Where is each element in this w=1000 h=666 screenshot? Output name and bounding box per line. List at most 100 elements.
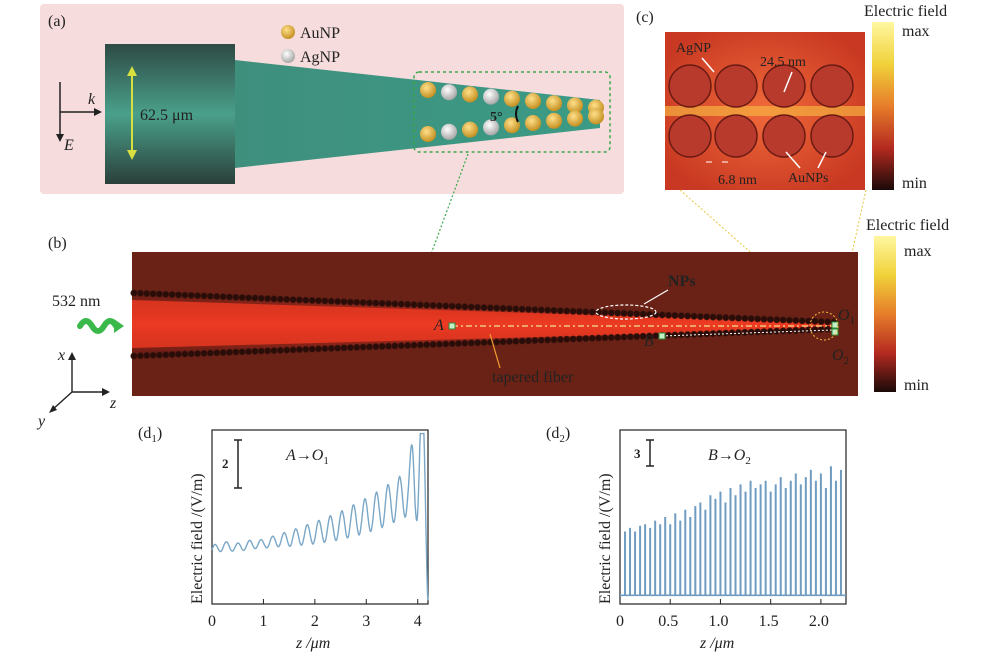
bead-bottom — [703, 330, 711, 338]
np-c-bottom-0 — [668, 114, 712, 158]
np-c-top-1 — [714, 64, 758, 108]
chart-d1-xlabel-text: z /μm — [295, 635, 330, 652]
bead-bottom — [792, 326, 800, 334]
chart-d2: (d2) Electric field /(V/m) z /μm 3 B→O2 … — [546, 425, 847, 652]
y-axis-label: y — [36, 413, 46, 430]
np-zoom-box — [413, 71, 611, 153]
np-c-top-3 — [810, 64, 854, 108]
chart-d1-frame — [211, 429, 429, 605]
point-o1-marker — [831, 321, 839, 329]
bead-top — [346, 298, 354, 306]
bead-bottom — [340, 344, 348, 352]
np-bottom-6 — [546, 112, 562, 129]
bead-top — [531, 306, 539, 314]
bead-top — [283, 295, 291, 303]
colorbar-b — [874, 236, 896, 392]
np-bottom-3 — [483, 119, 499, 136]
bead-top — [315, 297, 323, 305]
np-c-bottom-3 — [810, 114, 854, 158]
bead-top — [544, 306, 552, 314]
angle-arc-icon — [515, 105, 519, 123]
z-axis-label: z — [109, 395, 117, 412]
bead-top — [162, 290, 170, 298]
bead-top — [302, 296, 310, 304]
bead-bottom — [302, 345, 310, 353]
bead-top — [690, 312, 698, 320]
point-b-marker — [658, 332, 666, 340]
bead-top — [754, 315, 762, 323]
bead-top — [359, 298, 367, 306]
bead-bottom — [308, 345, 316, 353]
bead-top — [505, 305, 513, 313]
bead-top — [550, 306, 558, 314]
np-top-3 — [483, 88, 499, 105]
bead-bottom — [149, 351, 157, 359]
bead-bottom — [359, 343, 367, 351]
bead-top — [595, 308, 603, 316]
bead-bottom — [213, 349, 221, 357]
diameter-label: 62.5 μm — [140, 107, 194, 124]
bead-top — [213, 292, 221, 300]
bead-top — [607, 309, 615, 317]
bead-bottom — [601, 334, 609, 342]
bead-bottom — [130, 352, 138, 360]
chart-d2-label-close: ) — [565, 425, 570, 442]
panel-c-label: (c) — [636, 9, 654, 26]
point-o2-sub: 2 — [844, 355, 850, 367]
agnp-label: AgNP — [676, 41, 711, 56]
bead-top — [467, 303, 475, 311]
bead-top — [423, 301, 431, 309]
bead-top — [715, 313, 723, 321]
bead-top — [416, 301, 424, 309]
bead-top — [340, 298, 348, 306]
bead-top — [136, 289, 144, 297]
x-axis-arrowhead — [68, 352, 76, 360]
bead-top — [372, 299, 380, 307]
chart-d2-xlabel-text: z /μm — [699, 635, 734, 652]
bead-top — [334, 297, 342, 305]
chart-d2-frame — [619, 429, 847, 605]
bead-top — [461, 303, 469, 311]
bead-top — [747, 315, 755, 323]
point-o2-label: O2 — [832, 347, 849, 367]
bead-top — [499, 304, 507, 312]
bead-bottom — [779, 327, 787, 335]
legend-aunp-swatch — [281, 25, 295, 39]
chart-d2-scale-bar-label: 3 — [634, 446, 641, 461]
legend-aunp-label: AuNP — [300, 25, 340, 42]
bead-top — [308, 296, 316, 304]
bead-top — [232, 293, 240, 301]
bead-bottom — [187, 350, 195, 358]
bead-bottom — [391, 342, 399, 350]
bead-bottom — [741, 328, 749, 336]
bead-bottom — [607, 334, 615, 342]
colorbar-b-min: min — [904, 377, 929, 394]
x-axis-label: x — [57, 347, 65, 364]
np-rows — [420, 82, 604, 142]
chart-d1-label-main: (d — [138, 425, 151, 442]
bead-top — [175, 291, 183, 299]
bead-bottom — [747, 328, 755, 336]
bead-bottom — [175, 350, 183, 358]
bead-bottom — [785, 327, 793, 335]
chart-d1-x-tick-label: 3 — [362, 613, 370, 630]
chart-d1-annotation-sub: 1 — [323, 455, 329, 467]
bead-top — [149, 290, 157, 298]
e-label: E — [63, 137, 74, 154]
bead-top — [155, 290, 163, 298]
point-b-label: B — [644, 333, 654, 350]
bead-bottom — [518, 337, 526, 345]
chart-d1-annotation: A→O1 — [285, 447, 329, 467]
bead-bottom — [798, 326, 806, 334]
bead-top — [798, 317, 806, 325]
bead-bottom — [251, 347, 259, 355]
bead-top — [378, 299, 386, 307]
bead-bottom — [805, 326, 813, 334]
bead-bottom — [238, 348, 246, 356]
bead-bottom — [385, 342, 393, 350]
bead-bottom — [200, 349, 208, 357]
aunps-label: AuNPs — [788, 171, 828, 186]
np-bottom-1 — [441, 123, 457, 140]
